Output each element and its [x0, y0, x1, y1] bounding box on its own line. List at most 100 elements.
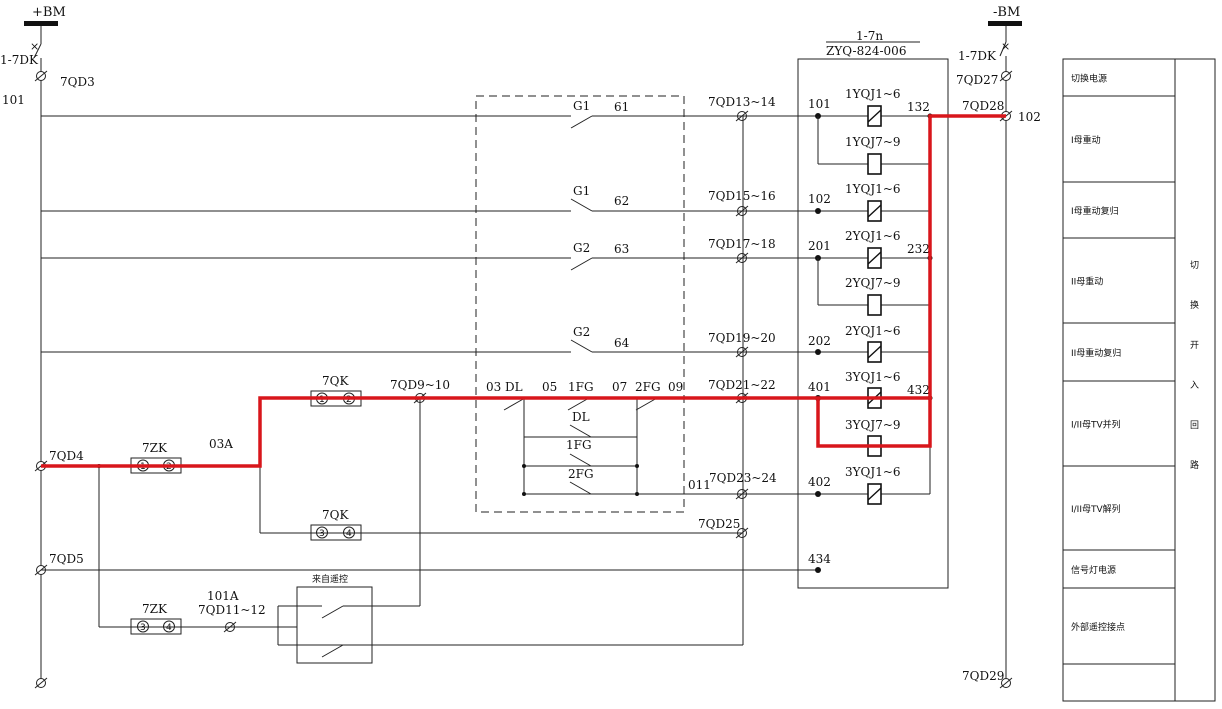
table-row: I母重动 — [1071, 134, 1101, 146]
svg-text:3: 3 — [319, 529, 325, 539]
relay-label: 1YQJ1~6 — [845, 87, 901, 101]
contact-g1-a: G1 — [573, 99, 590, 113]
relay-label: 3YQJ7~9 — [845, 418, 901, 432]
remote-control-box — [296, 586, 373, 664]
svg-text:×: × — [1001, 40, 1010, 53]
relay-label: 2YQJ1~6 — [845, 324, 901, 338]
term-7qd5: 7QD5 — [49, 552, 84, 566]
pos-bus-label: +BM — [32, 5, 66, 20]
svg-text:4: 4 — [346, 529, 352, 539]
relay-5: 2YQJ7~9 — [818, 276, 930, 316]
term-7qd29: 7QD29 — [962, 669, 1004, 683]
term-7qd11-12: 7QD11~12 — [198, 603, 266, 617]
term-7qd13-14: 7QD13~14 — [708, 95, 776, 109]
term-7qd9-10: 7QD9~10 — [390, 378, 450, 392]
circuit-rows: G1 61 7QD13~14 G1 62 7QD15~16 G2 63 7QD1… — [41, 95, 831, 664]
relay-label: 1YQJ7~9 — [845, 135, 901, 149]
neg-node-label: 102 — [1018, 110, 1041, 124]
relay-in-node: 401 — [808, 380, 831, 394]
negative-rail: -BM × 1-7DK 7QD27 7QD28 102 7QD29 — [956, 5, 1041, 683]
relay-in-node: 201 — [808, 239, 831, 253]
side-table: 切换电源I母重动I母重动复归II母重动II母重动复归I/II母TV并列I/II母… — [1062, 58, 1216, 702]
contact-g2-b-num: 64 — [614, 336, 630, 350]
vertical-title-char: 入 — [1190, 380, 1199, 391]
vertical-title-char: 回 — [1190, 420, 1199, 431]
vertical-title-char: 换 — [1190, 299, 1199, 311]
terminal-mark — [34, 677, 48, 689]
neg-breaker-label: 1-7DK — [958, 49, 997, 63]
relay-in-node: 402 — [808, 475, 831, 489]
relay-out-node: 432 — [907, 383, 930, 397]
relay-9: 3YQJ1~6 402 — [808, 465, 930, 505]
vertical-title-char: 开 — [1190, 340, 1199, 351]
remote-box-label: 来自遥控 — [312, 573, 348, 585]
relay-2: 1YQJ7~9 — [818, 135, 930, 175]
svg-text:DL: DL — [505, 380, 523, 394]
table-row: 切换电源 — [1071, 73, 1107, 85]
relay-label: 2YQJ7~9 — [845, 276, 901, 290]
svg-text:03A: 03A — [209, 437, 233, 451]
contact-g2-a-num: 63 — [614, 242, 629, 256]
relay-in-node: 102 — [808, 192, 831, 206]
svg-text:03: 03 — [486, 380, 501, 394]
contact-g1-a-num: 61 — [614, 100, 629, 114]
table-row: I母重动复归 — [1071, 205, 1119, 217]
highlighted-path-right — [816, 114, 1006, 448]
highlighted-path — [41, 396, 932, 468]
zk2-label: 7ZK — [142, 602, 168, 616]
term-7qd19-20: 7QD19~20 — [708, 331, 776, 345]
svg-text:1FG: 1FG — [566, 438, 592, 452]
relay-label: 3YQJ1~6 — [845, 370, 901, 384]
device-box: 1-7n ZYQ-824-006 — [797, 29, 949, 589]
term-7qd25: 7QD25 — [698, 517, 740, 531]
svg-text:07: 07 — [612, 380, 627, 394]
svg-text:1: 1 — [319, 395, 325, 405]
relay-in-node: 202 — [808, 334, 831, 348]
relay-in-node: 101 — [808, 97, 831, 111]
relay-8: 3YQJ7~9 — [818, 418, 930, 457]
positive-rail: +BM × 1-7DK 101 7QD3 — [0, 5, 95, 683]
svg-text:05: 05 — [542, 380, 557, 394]
svg-text:3: 3 — [140, 623, 146, 633]
table-row: II母重动 — [1071, 276, 1103, 288]
terminal-mark — [999, 677, 1013, 689]
table-row: II母重动复归 — [1071, 347, 1121, 359]
aux-contacts-box — [475, 95, 685, 513]
device-title: 1-7n — [856, 29, 883, 43]
svg-text:2: 2 — [346, 395, 352, 405]
node-434: 434 — [808, 552, 831, 566]
svg-text:2FG: 2FG — [568, 467, 594, 481]
device-model: ZYQ-824-006 — [826, 44, 906, 58]
pos-breaker-label: 1-7DK — [0, 53, 39, 67]
contact-g1-b-num: 62 — [614, 194, 629, 208]
table-row: 信号灯电源 — [1071, 564, 1116, 576]
relay-out-node: 232 — [907, 242, 930, 256]
zk1-label: 7ZK — [142, 441, 168, 455]
vertical-title-char: 路 — [1190, 459, 1199, 471]
contact-g2-a: G2 — [573, 241, 590, 255]
relay-label: 3YQJ1~6 — [845, 465, 901, 479]
contact-g2-b: G2 — [573, 325, 590, 339]
zk2-switch — [130, 618, 182, 635]
term-7qd17-18: 7QD17~18 — [708, 237, 776, 251]
term-7qd27: 7QD27 — [956, 73, 998, 87]
term-7qd15-16: 7QD15~16 — [708, 189, 776, 203]
svg-text:DL: DL — [572, 410, 590, 424]
terminal-mark — [999, 70, 1013, 82]
relay-7: 3YQJ1~6 401 432 — [808, 370, 933, 409]
term-7qd4: 7QD4 — [49, 449, 84, 463]
term-7qd3: 7QD3 — [60, 75, 95, 89]
neg-bus-label: -BM — [993, 5, 1020, 20]
table-row: 外部遥控接点 — [1071, 621, 1125, 633]
svg-text:4: 4 — [166, 623, 172, 633]
term-7qd21-22: 7QD21~22 — [708, 378, 776, 392]
pos-bus-bar — [24, 21, 58, 26]
table-row: I/II母TV并列 — [1071, 419, 1121, 431]
qk1-label: 7QK — [322, 374, 349, 388]
